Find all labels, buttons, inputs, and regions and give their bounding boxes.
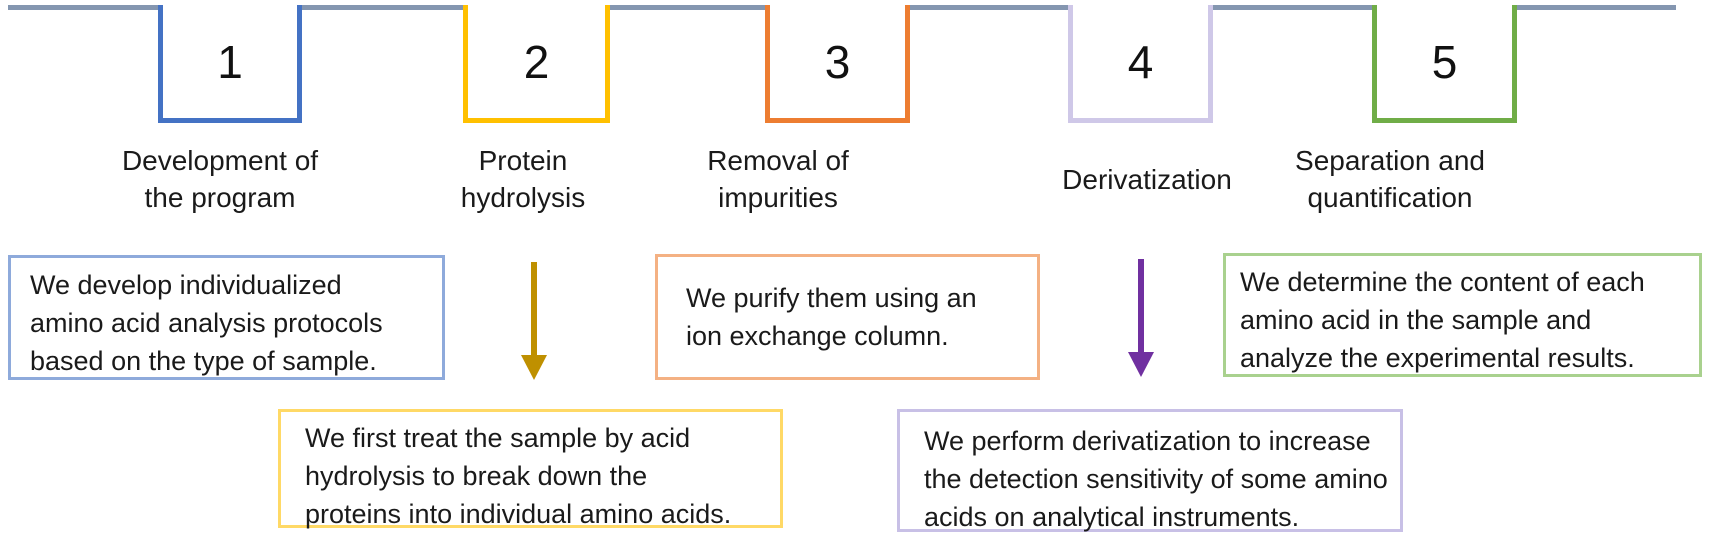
timeline-segment <box>910 5 1068 10</box>
step-1-notch: 1 <box>158 5 302 123</box>
step-2-down-arrow-icon <box>521 355 547 380</box>
step-5-number: 5 <box>1431 35 1458 88</box>
step-3-notch: 3 <box>765 5 910 123</box>
step-4-number: 4 <box>1127 35 1154 88</box>
step-3-description-box: We purify them using an ion exchange col… <box>655 254 1040 380</box>
step-2-label: Protein hydrolysis <box>460 145 586 213</box>
step-1-description-box: We develop individualized amino acid ana… <box>8 255 445 380</box>
step-4-down-arrow-icon <box>1138 259 1144 354</box>
timeline-segment <box>1213 5 1372 10</box>
step-2-notch: 2 <box>463 5 610 123</box>
step-4-description-box: We perform derivatization to increase th… <box>897 409 1403 532</box>
step-5-description-box: We determine the content of each amino a… <box>1223 253 1702 377</box>
step-4-label: Derivatization <box>1062 163 1232 195</box>
step-2-description-box: We first treat the sample by acid hydrol… <box>278 409 783 529</box>
step-1-label: Development of the program <box>121 145 319 213</box>
timeline-segment <box>1517 5 1676 10</box>
timeline-segment <box>610 5 765 10</box>
step-2-number: 2 <box>523 35 550 88</box>
step-4-notch: 4 <box>1068 5 1213 123</box>
step-5-label: Separation and quantification <box>1295 145 1485 213</box>
step-5-notch: 5 <box>1372 5 1517 123</box>
step-1-number: 1 <box>217 35 243 88</box>
timeline-segment <box>8 5 158 10</box>
step-2-down-arrow-icon <box>531 262 537 357</box>
timeline-segment <box>302 5 463 10</box>
step-3-number: 3 <box>824 35 851 88</box>
step-3-label: Removal of impurities <box>707 145 849 213</box>
step-4-down-arrow-icon <box>1128 352 1154 377</box>
